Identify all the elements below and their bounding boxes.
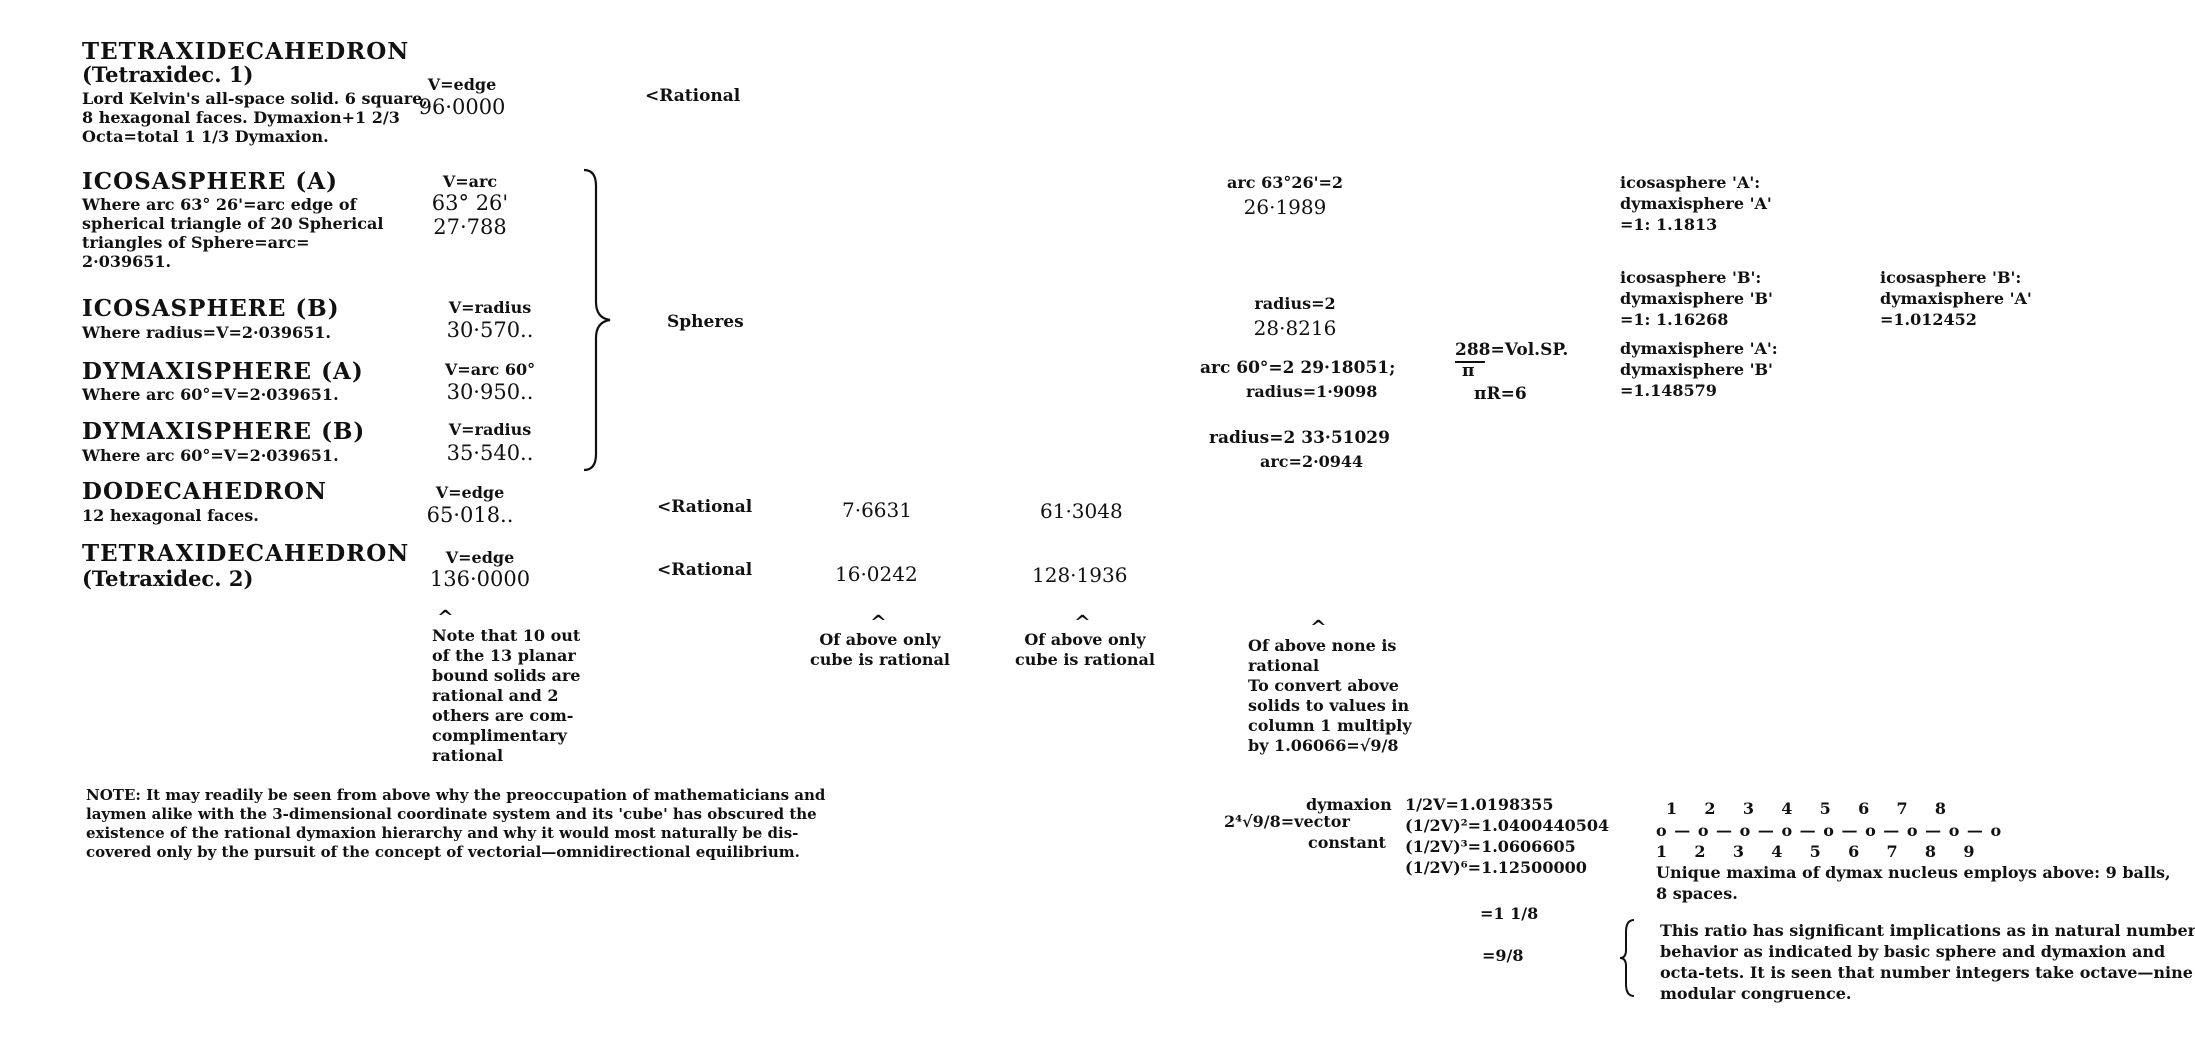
balls-caption: Unique maxima of dymax nucleus employs a… <box>1656 863 2171 903</box>
formula-equals: =1 1/8 <box>1480 904 1539 923</box>
ratio-brace <box>1619 919 1635 997</box>
row-title: ICOSASPHERE (A) <box>82 168 338 195</box>
formula-lhs: 2⁴√9/8=vector <box>1224 812 1350 831</box>
row-description: Where arc 60°=V=2·039651. <box>82 446 339 465</box>
row-title: DODECAHEDRON <box>82 478 327 505</box>
caret-mark: ^ <box>1310 615 1327 639</box>
caret-mark: ^ <box>1074 610 1091 634</box>
value: 28·8216 <box>1253 316 1337 340</box>
rational-label: <Rational <box>645 86 741 106</box>
value-label: V=edge <box>435 483 505 502</box>
value: radius=2 33·51029 <box>1209 428 1390 448</box>
value: 16·0242 <box>835 562 918 586</box>
formula-equals: =9/8 <box>1482 946 1524 965</box>
value-label: V=arc 60° <box>444 360 536 379</box>
value: arc=2·0944 <box>1260 452 1364 471</box>
value-label: arc 63°26'=2 <box>1226 173 1344 192</box>
value: 27·788 <box>433 215 507 239</box>
value-label: radius=2 <box>1254 294 1336 313</box>
value-label: V=edge <box>445 548 515 567</box>
value-label: V=radius <box>448 420 532 439</box>
row-title: TETRAXIDECAHEDRON <box>82 38 410 65</box>
caret-mark: ^ <box>437 605 454 629</box>
value: arc 60°=2 29·18051; <box>1200 358 1396 378</box>
value-label: V=arc <box>442 172 498 191</box>
row-description: Lord Kelvin's all-space solid. 6 square,… <box>82 89 428 146</box>
ratio-group: icosasphere 'A':dymaxisphere 'A'=1: 1.18… <box>1620 173 1772 234</box>
formula-label: constant <box>1308 833 1386 852</box>
row-title: TETRAXIDECAHEDRON <box>82 540 410 567</box>
rational-label: <Rational <box>657 560 753 580</box>
spheres-brace <box>583 168 611 472</box>
fraction-bar <box>1455 361 1485 363</box>
value: 61·3048 <box>1040 499 1123 523</box>
row-title: DYMAXISPHERE (B) <box>82 418 366 445</box>
ratio-group: icosasphere 'B':dymaxisphere 'B'=1: 1.16… <box>1620 268 1773 329</box>
ratio-note: This ratio has significant implications … <box>1660 921 2195 1003</box>
footnote: NOTE: It may readily be seen from above … <box>86 786 826 861</box>
row-title: DYMAXISPHERE (A) <box>82 358 364 385</box>
fraction-denominator: π <box>1462 361 1475 381</box>
row-description: 12 hexagonal faces. <box>82 506 259 525</box>
value: 96·0000 <box>418 95 506 119</box>
value: 65·018.. <box>426 503 514 527</box>
value: 128·1936 <box>1032 563 1128 587</box>
balls-bottom-numbers: 1 2 3 4 5 6 7 8 9 <box>1656 842 1976 861</box>
value-label: V=radius <box>448 298 532 317</box>
row-description: Where radius=V=2·039651. <box>82 323 331 342</box>
ratio-group: icosasphere 'B':dymaxisphere 'A'=1.01245… <box>1880 268 2032 329</box>
value: 26·1989 <box>1243 195 1327 219</box>
row-title: ICOSASPHERE (B) <box>82 295 340 322</box>
formula-label: dymaxion <box>1306 795 1392 814</box>
value: radius=1·9098 <box>1246 382 1378 401</box>
value-label: V=edge <box>427 75 497 94</box>
fraction-numerator: 288=Vol.SP. <box>1455 340 1569 360</box>
row-subtitle: (Tetraxidec. 1) <box>82 62 254 87</box>
balls-row: o — o — o — o — o — o — o — o — o <box>1656 821 2003 840</box>
value: 7·6631 <box>842 498 912 522</box>
formula-lines: 1/2V=1.0198355(1/2V)²=1.0400440504(1/2V)… <box>1405 795 1610 877</box>
rational-label: <Rational <box>657 497 753 517</box>
value: 30·570.. <box>446 318 534 342</box>
value: 30·950.. <box>446 380 534 404</box>
value: 63° 26' <box>431 191 509 215</box>
row-description: Where arc 60°=V=2·039651. <box>82 385 339 404</box>
row-subtitle: (Tetraxidec. 2) <box>82 566 254 591</box>
spheres-label: Spheres <box>667 312 744 332</box>
value: πR=6 <box>1474 384 1527 404</box>
value: 136·0000 <box>429 567 531 591</box>
balls-top-numbers: 1 2 3 4 5 6 7 8 <box>1666 799 1948 818</box>
ratio-group: dymaxisphere 'A':dymaxisphere 'B'=1.1485… <box>1620 339 1778 400</box>
caret-mark: ^ <box>870 610 887 634</box>
value: 35·540.. <box>446 441 534 465</box>
